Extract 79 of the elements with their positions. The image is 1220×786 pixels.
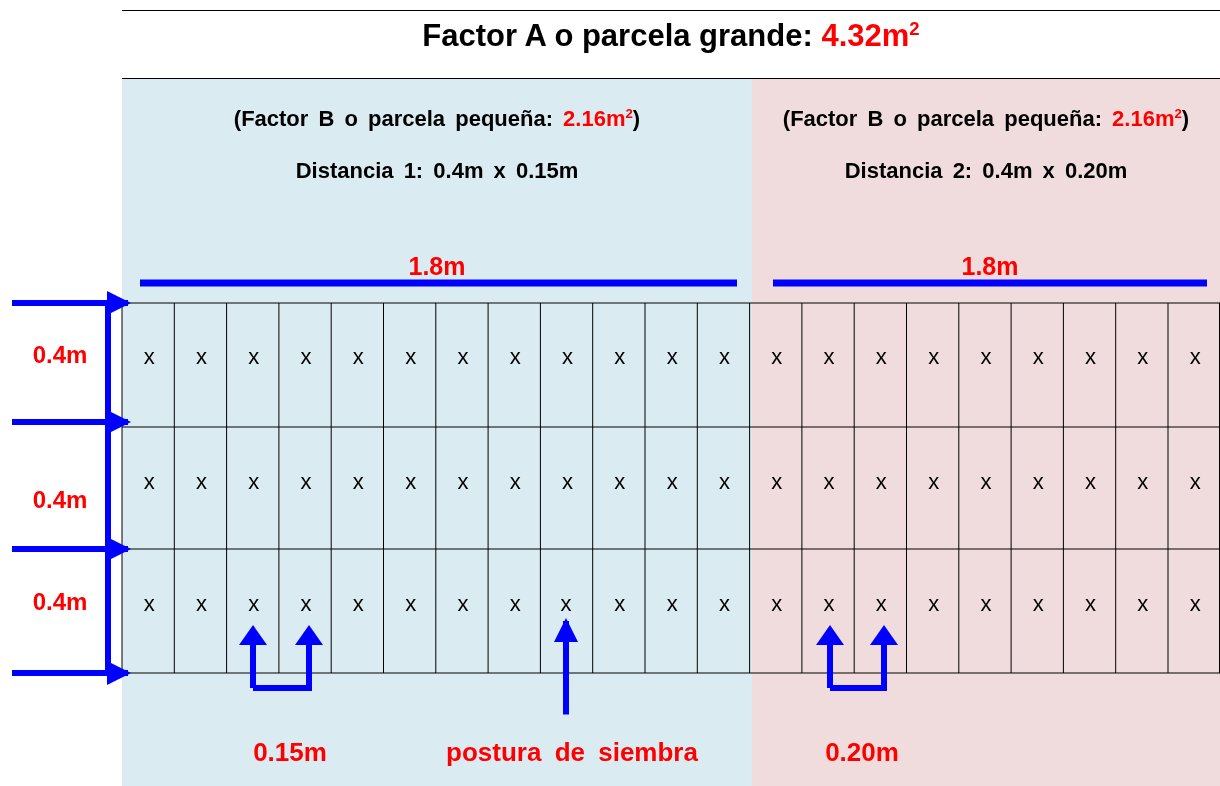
plant-mark: x [980,344,992,370]
plant-mark: x [560,591,572,617]
plant-mark: x [1032,344,1044,370]
plant-mark: x [1189,591,1201,617]
plant-mark: x [509,344,521,370]
plant-mark: x [1085,344,1097,370]
dimension-label: 1.8m [961,251,1019,281]
plant-mark: x [823,469,835,495]
plant-mark: x [405,591,417,617]
plant-mark: x [1189,469,1201,495]
plant-mark: x [1085,469,1097,495]
plant-mark: x [1137,344,1149,370]
plant-mark: x [457,344,469,370]
plant-mark: x [875,344,887,370]
plant-mark: x [509,591,521,617]
plant-mark: x [143,344,155,370]
plant-mark: x [1189,344,1201,370]
plant-mark: x [666,591,678,617]
dimension-label: 0.4m [32,588,88,616]
plant-mark: x [1137,591,1149,617]
plant-mark: x [352,344,364,370]
plant-mark: x [928,469,940,495]
plot-panel [122,78,752,786]
plant-mark: x [1032,591,1044,617]
plant-mark: x [1032,469,1044,495]
callout-text: postura de siembra [446,736,698,768]
plant-mark: x [248,591,260,617]
plant-mark: x [823,344,835,370]
plant-mark: x [457,591,469,617]
plant-mark: x [928,591,940,617]
plant-mark: x [614,344,626,370]
plant-mark: x [980,591,992,617]
plant-mark: x [562,469,574,495]
dimension-label: 1.8m [408,251,466,281]
plant-mark: x [300,469,312,495]
plant-mark: x [195,469,207,495]
plant-mark: x [666,344,678,370]
plant-mark: x [248,344,260,370]
plant-mark: x [562,344,574,370]
plant-mark: x [718,591,730,617]
plant-mark: x [352,469,364,495]
panel-text: (Factor B o parcela pequeña: 2.16m$^{2}$) [232,105,642,134]
leader-arrow [554,618,578,715]
title: Factor A o parcela grande: 4.32m$^{2}$ [422,17,920,55]
plant-mark: x [195,344,207,370]
plant-mark: x [980,469,992,495]
plant-mark: x [143,469,155,495]
plant-mark: x [718,344,730,370]
panel-text: (Factor B o parcela pequeña: 2.16m$^{2}$) [782,106,1190,132]
plant-mark: x [1137,469,1149,495]
plant-mark: x [823,591,835,617]
plant-mark: x [614,469,626,495]
dimension-label: 0.15m [253,736,327,768]
plant-mark: x [300,591,312,617]
plant-mark: x [771,344,783,370]
plot-panel [752,78,1220,786]
plant-mark: x [352,591,364,617]
plant-mark: x [300,344,312,370]
plant-mark: x [771,591,783,617]
plant-mark: x [1085,591,1097,617]
plant-mark: x [928,344,940,370]
plant-mark: x [771,469,783,495]
dimension-label: 0.4m [32,341,88,369]
panel-text: Distancia 1: 0.4m x 0.15m [294,157,580,186]
plant-mark: x [405,469,417,495]
plant-mark: x [143,591,155,617]
plant-mark: x [718,469,730,495]
dimension-label: 0.20m [825,736,899,768]
plant-mark: x [248,469,260,495]
plant-mark: x [666,469,678,495]
plant-mark: x [875,591,887,617]
plant-mark: x [875,469,887,495]
dimension-label: 0.4m [32,486,88,514]
plant-mark: x [195,591,207,617]
plant-mark: x [457,469,469,495]
plant-mark: x [614,591,626,617]
panel-text: Distancia 2: 0.4m x 0.20m [844,158,1128,184]
plant-mark: x [405,344,417,370]
plant-mark: x [509,469,521,495]
